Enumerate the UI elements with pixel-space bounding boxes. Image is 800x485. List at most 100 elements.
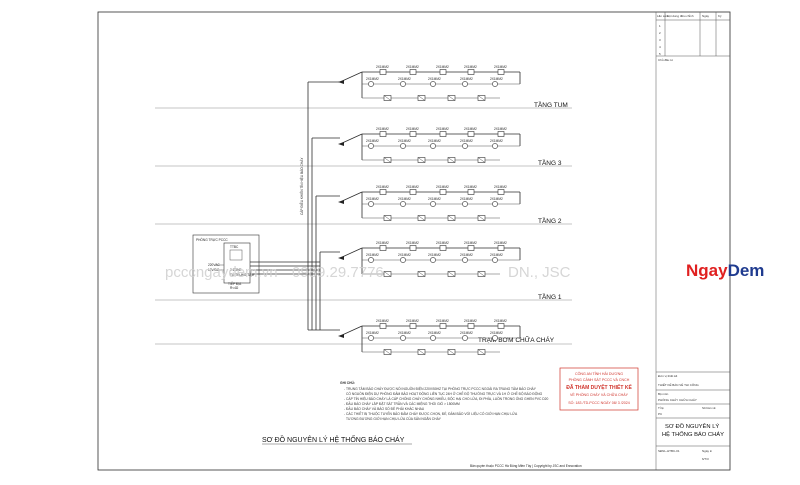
cable-label: 2X1MM2 [436, 241, 449, 245]
tb-rev-row: 1 [659, 24, 661, 28]
cable-label: 2X1MM2 [436, 185, 449, 189]
alarm-bell-mark [383, 157, 392, 163]
cable-label: 2X1MM2 [406, 241, 419, 245]
panel-ground-label: R<4Ω [230, 286, 239, 290]
stamp-line: VỀ PHÒNG CHÁY VÀ CHỮA CHÁY [570, 392, 629, 397]
detector-symbol [379, 131, 387, 137]
tb-dept-label: Bộ môn [658, 392, 669, 396]
detector-symbol [467, 69, 475, 75]
tb-company: THIẾT KẾ BẢN VẼ THI CÔNG [658, 382, 699, 387]
cable-label: 2X1MM2 [406, 127, 419, 131]
watermark: pcccngaydem.vn 0989.29.7776 DN., JSC [165, 264, 571, 281]
panel-cabinet [223, 242, 251, 284]
cable-label: 2X1MM2 [406, 185, 419, 189]
cable-label: 2X1MM2 [398, 331, 411, 335]
cable-label: 2X1MM2 [406, 65, 419, 69]
manual-call-point-symbol [400, 143, 406, 149]
tb-designer-label: Đơn vị thiết kế [658, 374, 678, 378]
brand-logo-ngay: Ngay [686, 261, 728, 280]
detector-symbol [497, 189, 505, 195]
detector-symbol [467, 245, 475, 251]
panel-display [229, 249, 243, 261]
manual-call-point-symbol [430, 257, 436, 263]
manual-call-point-symbol [462, 257, 468, 263]
tb-header: Ký [718, 14, 722, 18]
floor-label-pump: TRẠM BƠM CHỮA CHÁY [478, 335, 555, 344]
cable-label: 2X1MM2 [436, 319, 449, 323]
alarm-bell-mark [477, 157, 486, 163]
alarm-bell-mark [447, 215, 456, 221]
manual-call-point-symbol [400, 81, 406, 87]
cable-label: 2X1MM2 [376, 127, 389, 131]
trunk-lines [250, 81, 340, 331]
cable-label: 2X1MM2 [366, 77, 379, 81]
cable-label: 2X1MM2 [490, 253, 503, 257]
cable-label: 2X1MM2 [464, 185, 477, 189]
panel-feed-2: 12V/DC [208, 268, 220, 272]
alarm-bell-mark [477, 95, 486, 101]
cable-label: 2X1MM2 [376, 185, 389, 189]
cable-label: 2X1MM2 [428, 253, 441, 257]
manual-call-point-symbol [430, 81, 436, 87]
cable-label: 2X1MM2 [366, 253, 379, 257]
alarm-bell-mark [447, 95, 456, 101]
cable-label: 2X1MM2 [436, 127, 449, 131]
cable-label: 2X1MM2 [494, 65, 507, 69]
detector-symbol [379, 189, 387, 195]
cable-label: 2X1MM2 [494, 319, 507, 323]
manual-call-point-symbol [492, 201, 498, 207]
cable-label: 2X1MM2 [464, 127, 477, 131]
panel-power-label: TIẾP ĐỊA [228, 281, 242, 286]
alarm-bell-mark [477, 271, 486, 277]
detector-symbol [409, 189, 417, 195]
note-line: - ĐẦU BÁO CHÁY VÀ BÁO SỐ ĐỂ PHẢI KHÁC NH… [344, 406, 425, 411]
cable-label: 2X1MM2 [366, 331, 379, 335]
manual-call-point-symbol [492, 257, 498, 263]
tb-header: Ngày [702, 14, 710, 18]
cable-label: 2X1MM2 [428, 77, 441, 81]
detector-symbol [467, 189, 475, 195]
cable-label: 2X1MM2 [428, 139, 441, 143]
panel-label: TỦ TRUNG TÂM [230, 272, 254, 277]
cable-label: 2X1MM2 [494, 127, 507, 131]
detector-symbol [497, 245, 505, 251]
watermark-site: pcccngaydem.vn [165, 264, 278, 281]
cable-label: 2X1MM2 [376, 241, 389, 245]
cable-label: 2X1MM2 [406, 319, 419, 323]
riser-label: CÁP ĐIỀU KHIỂN TÍN HIỆU BÁO CHÁY [299, 157, 304, 215]
stamp-line: PHÒNG CẢNH SÁT PCCC VÀ CNCH [569, 377, 630, 382]
tb-rev-row: 2 [659, 31, 661, 35]
detector-symbol [497, 131, 505, 137]
detector-symbol [497, 69, 505, 75]
manual-call-point-symbol [368, 335, 374, 341]
manual-call-point-symbol [368, 257, 374, 263]
tb-dept: PHÒNG CHÁY CHỮA CHÁY [658, 397, 697, 402]
brand-logo: NgayDem [686, 261, 764, 280]
detector-symbol [409, 323, 417, 329]
manual-call-point-symbol [492, 143, 498, 149]
alarm-bell-mark [383, 271, 392, 277]
note-line: TƯƠNG ĐƯƠNG GIỚI HẠN CHỊU LỬA CỦA SẢN NG… [346, 416, 442, 421]
cable-label: 2X1MM2 [460, 77, 473, 81]
alarm-bell-mark [447, 349, 456, 355]
title-block: Lần sửa Nội dung điều chỉnh Ngày Ký 1 2 … [656, 12, 730, 461]
tb-header: Lần sửa [657, 14, 668, 18]
floor-label-1: TẦNG 1 [538, 291, 562, 301]
floor-label-3: TẦNG 3 [538, 157, 562, 167]
tb-scale-label: Tỉ lệ [658, 406, 664, 410]
detector-symbol [409, 69, 417, 75]
tb-header: Nội dung điều chỉnh [667, 14, 694, 18]
detector-symbol [467, 323, 475, 329]
alarm-bell-mark [447, 271, 456, 277]
stamp-line: CÔNG AN TỈNH HẢI DƯƠNG [575, 371, 623, 376]
cable-label: 2X1MM2 [490, 77, 503, 81]
cable-label: 2X1MM2 [398, 139, 411, 143]
cable-label: 2X1MM2 [366, 197, 379, 201]
detector-symbol [439, 131, 447, 137]
alarm-bell-mark [417, 271, 426, 277]
alarm-bell-mark [383, 95, 392, 101]
cable-label: 2X1MM2 [376, 319, 389, 323]
cable-label: 2X1MM2 [460, 253, 473, 257]
note-line: - CÁC THIẾT BỊ THUỘC TUYẾN BẢO ĐẢM CHÁY … [344, 411, 518, 416]
floor-label-tum: TẦNG TUM [534, 99, 568, 109]
